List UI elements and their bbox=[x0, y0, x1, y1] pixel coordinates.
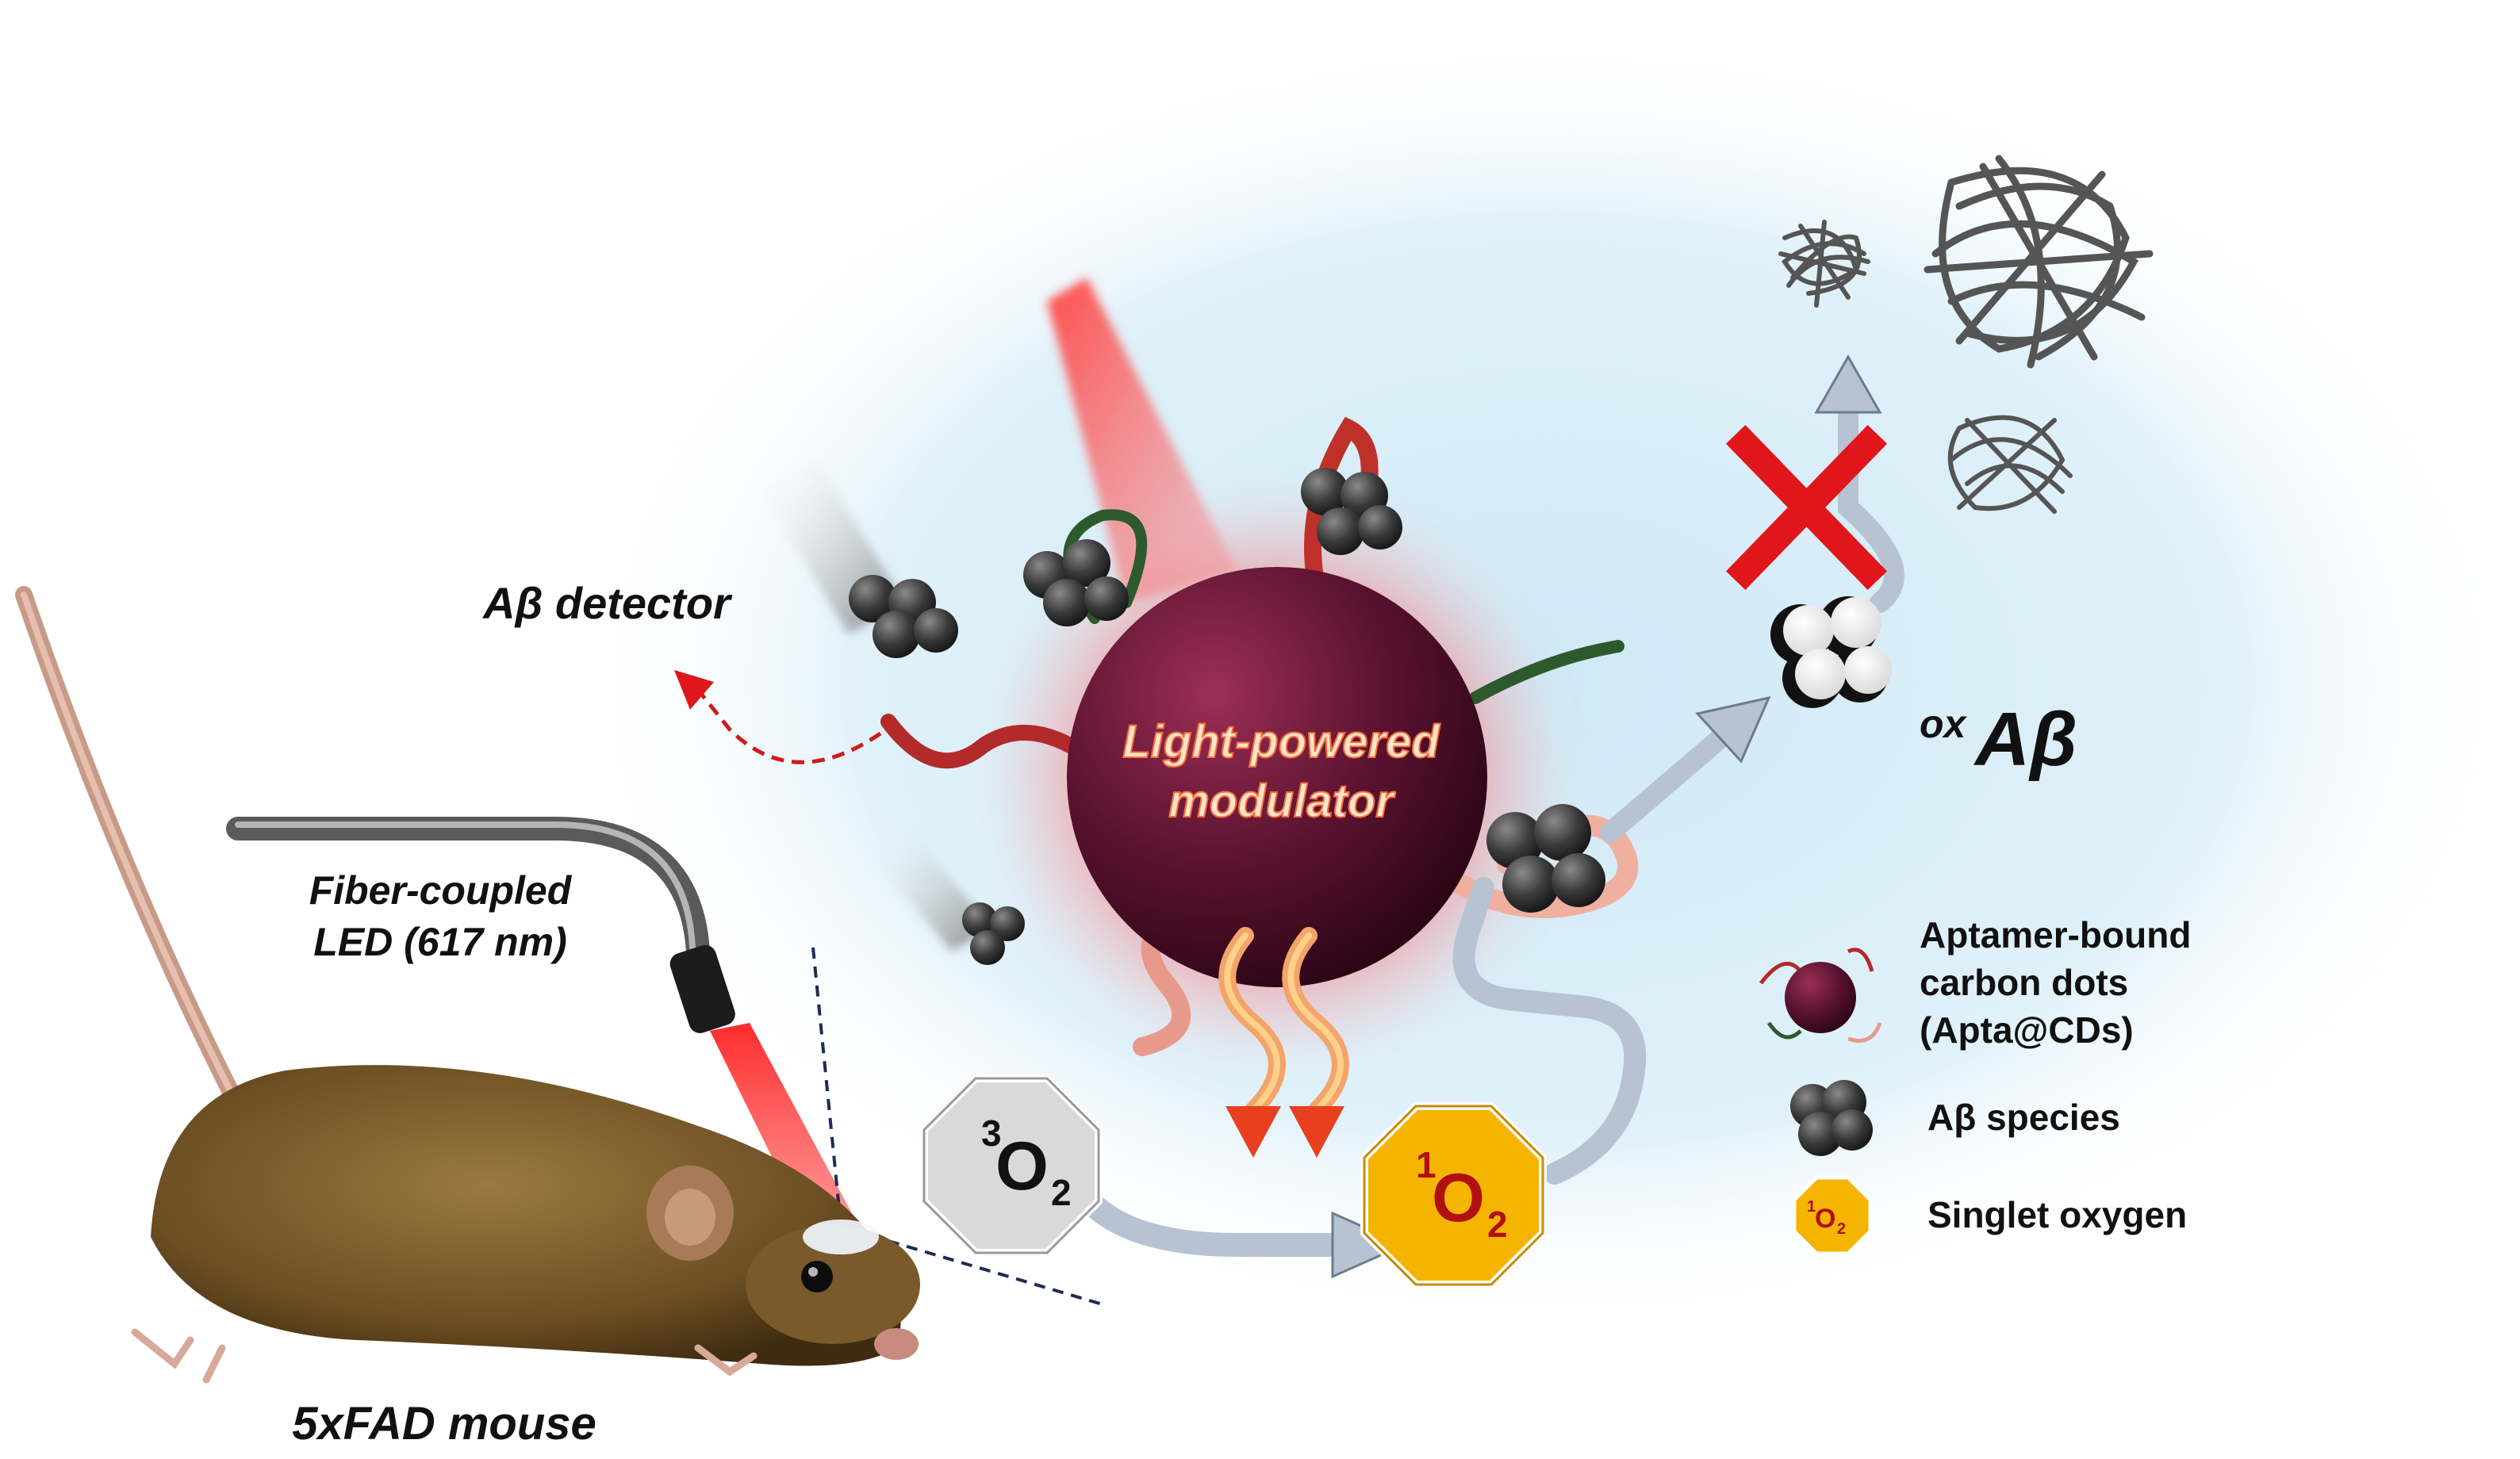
abeta-detector-label: Aβ detector bbox=[481, 578, 733, 628]
wave-arrowhead-2 bbox=[1289, 1106, 1344, 1158]
fibril-tangle-medium bbox=[1947, 415, 2073, 514]
mouse-illustration bbox=[15, 586, 920, 1384]
abeta-bound-right bbox=[1486, 804, 1605, 913]
aggregation-arrowhead bbox=[1814, 354, 1882, 414]
svg-text:O: O bbox=[1432, 1160, 1485, 1236]
singlet-to-cluster-pipe bbox=[1452, 877, 1647, 1185]
energy-waves bbox=[1218, 927, 1349, 1119]
svg-text:(Apta@CDs): (Apta@CDs) bbox=[1920, 1009, 2134, 1051]
modulator-label-line2: modulator bbox=[1168, 775, 1396, 827]
oxidized-abeta-cluster bbox=[1770, 596, 1892, 708]
svg-text:carbon dots: carbon dots bbox=[1920, 962, 2128, 1003]
singlet-oxygen-badge: 1 O 2 bbox=[1360, 1102, 1547, 1289]
abeta-flying-cluster-1 bbox=[761, 460, 958, 658]
legend-item-singlet-oxygen: 1 O 2 Singlet oxygen bbox=[1792, 1175, 2187, 1256]
modulator-label-line1: Light-powered bbox=[1122, 716, 1440, 768]
legend-item-abeta: Aβ species bbox=[1790, 1080, 2120, 1156]
svg-text:O: O bbox=[1815, 1204, 1835, 1234]
detector-arrowhead bbox=[674, 670, 714, 710]
fibril-tangle-large bbox=[1924, 155, 2154, 369]
wave-arrowhead-1 bbox=[1225, 1106, 1281, 1158]
ox-abeta-label: ox Aβ bbox=[1920, 697, 2077, 782]
triplet-oxygen-badge: 3 O 2 bbox=[920, 1074, 1103, 1257]
svg-text:1: 1 bbox=[1416, 1144, 1436, 1185]
abeta-bound-top bbox=[1301, 468, 1402, 555]
svg-text:Aptamer-bound: Aptamer-bound bbox=[1920, 914, 2191, 955]
led-head bbox=[669, 944, 735, 1033]
legend: Aptamer-bound carbon dots (Apta@CDs) Aβ … bbox=[1759, 914, 2191, 1256]
abeta-flying-cluster-2 bbox=[873, 833, 1025, 965]
carbon-dot-sphere bbox=[1067, 567, 1487, 987]
carbon-dot-icon bbox=[1759, 948, 1882, 1043]
svg-text:O: O bbox=[995, 1128, 1049, 1204]
svg-text:2: 2 bbox=[1051, 1172, 1072, 1213]
projection-line-1 bbox=[811, 947, 842, 1226]
oxidation-arrow bbox=[1600, 727, 1732, 843]
fiber-label-line2: LED (617 nm) bbox=[313, 920, 567, 964]
mouse-label: 5xFAD mouse bbox=[292, 1398, 596, 1449]
svg-text:2: 2 bbox=[1837, 1220, 1846, 1238]
svg-text:Aβ species: Aβ species bbox=[1927, 1097, 2120, 1138]
svg-text:1: 1 bbox=[1807, 1198, 1816, 1216]
fibril-tangle-small bbox=[1778, 220, 1870, 308]
abeta-cluster-icon bbox=[1790, 1080, 1873, 1156]
svg-text:ox: ox bbox=[1920, 702, 1968, 746]
aptamer-strands bbox=[880, 416, 1639, 1056]
svg-text:2: 2 bbox=[1487, 1204, 1508, 1245]
oxidation-arrowhead bbox=[1695, 695, 1771, 764]
fiber-label-line1: Fiber-coupled bbox=[309, 868, 573, 913]
svg-text:3: 3 bbox=[981, 1112, 1002, 1154]
aggregation-arrow bbox=[1838, 402, 1904, 613]
abeta-bound-top-left bbox=[1023, 539, 1129, 626]
svg-text:Singlet oxygen: Singlet oxygen bbox=[1927, 1194, 2187, 1235]
legend-item-carbon-dot: Aptamer-bound carbon dots (Apta@CDs) bbox=[1759, 914, 2191, 1051]
svg-text:Aβ: Aβ bbox=[1973, 697, 2077, 782]
singlet-oxygen-icon: 1 O 2 bbox=[1792, 1175, 1873, 1256]
inhibition-cross-icon bbox=[1725, 424, 1888, 591]
detector-dashed-arrow bbox=[696, 688, 882, 764]
